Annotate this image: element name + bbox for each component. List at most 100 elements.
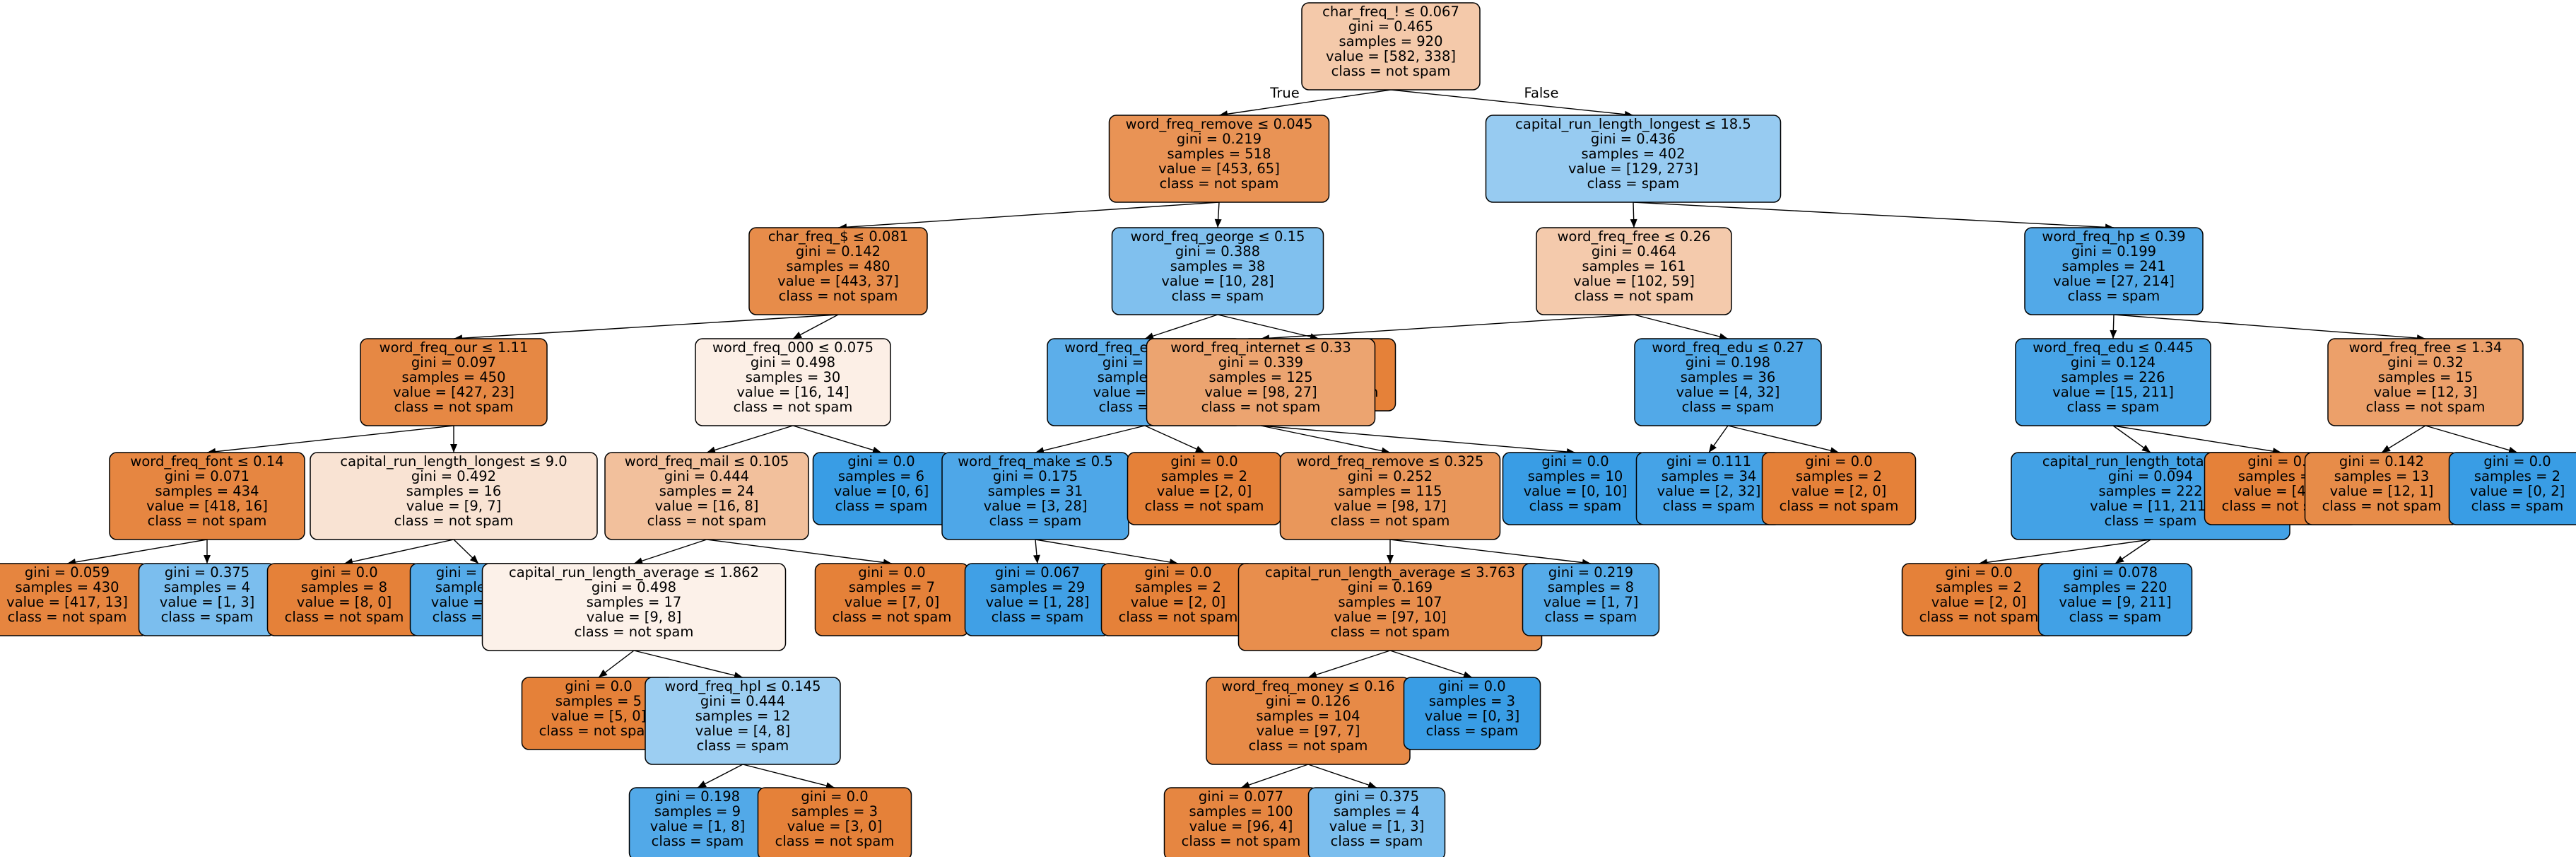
edge-arrowhead	[469, 555, 478, 564]
node-line: samples = 220	[2063, 579, 2167, 595]
node-line: class = not spam	[285, 609, 404, 625]
node-line: gini = 0.169	[1348, 579, 1433, 595]
edge-arrowhead	[450, 444, 457, 453]
node-line: samples = 161	[1582, 258, 1686, 274]
node-box	[1301, 2, 1481, 91]
node-line: class = not spam	[8, 609, 127, 625]
node-line: class = not spam	[1331, 63, 1451, 79]
edge-arrowhead	[204, 555, 211, 564]
node-line: samples = 2	[1161, 468, 1247, 484]
node-line: word_freq_font ≤ 0.14	[130, 453, 283, 470]
tree-edge	[1727, 425, 1840, 453]
node-line: class = spam	[2069, 609, 2162, 625]
node-line: capital_run_length_longest ≤ 9.0	[340, 453, 567, 470]
node-line: value = [0, 3]	[1425, 708, 1519, 724]
node-box	[1536, 227, 1732, 315]
tree-edge	[837, 202, 1220, 228]
node-line: class = spam	[1426, 723, 1519, 739]
node-line: value = [3, 0]	[787, 818, 882, 834]
node-line: gini = 0.071	[165, 468, 249, 484]
node-line: class = spam	[2471, 498, 2564, 514]
node-line: word_freq_remove ≤ 0.325	[1297, 453, 1484, 470]
node-line: class = not spam	[575, 624, 694, 640]
node-line: word_freq_make ≤ 0.5	[958, 453, 1113, 470]
tree-edge	[1390, 89, 1634, 116]
node-line: capital_run_length_average ≤ 1.862	[509, 564, 759, 581]
node-line: gini = 0.078	[2073, 564, 2158, 581]
node-line: class = spam	[652, 833, 744, 849]
node-box	[748, 227, 928, 315]
node-line: class = not spam	[394, 399, 514, 415]
node-line: gini = 0.32	[2387, 354, 2464, 371]
tree-edge	[633, 539, 707, 564]
node-line: word_freq_edu ≤ 0.27	[1652, 339, 1804, 356]
edge-arrowhead	[707, 446, 716, 454]
node-line: samples = 36	[1681, 369, 1776, 385]
node-line: gini = 0.077	[1199, 788, 1283, 805]
node-line: class = spam	[989, 513, 1082, 529]
node-box	[360, 338, 548, 426]
node-line: char_freq_! ≤ 0.067	[1322, 4, 1459, 20]
node-line: class = spam	[1331, 833, 1423, 849]
node-line: gini = 0.444	[700, 693, 785, 709]
node-box	[695, 338, 891, 426]
tree-edge	[2113, 314, 2426, 339]
node-line: class = not spam	[1575, 288, 1694, 304]
true-branch-label: True	[1269, 85, 1299, 101]
node-box	[2448, 452, 2576, 525]
node-line: word_freq_george ≤ 0.15	[1131, 228, 1305, 245]
tree-edge	[1260, 425, 1576, 453]
edge-arrowhead	[1709, 443, 1717, 453]
node-line: value = [417, 13]	[6, 594, 128, 610]
node-line: gini = 0.175	[993, 468, 1078, 484]
edge-arrowhead	[1308, 671, 1317, 679]
node-line: samples = 434	[155, 483, 259, 499]
node-line: class = not spam	[833, 609, 952, 625]
node-line: class = spam	[2068, 288, 2160, 304]
edge-arrowhead	[872, 446, 881, 454]
node-box	[2015, 338, 2211, 426]
node-line: word_freq_000 ≤ 0.075	[712, 339, 874, 356]
node-line: samples = 480	[786, 258, 890, 274]
node-line: class = not spam	[1201, 399, 1321, 415]
node-line: gini = 0.067	[995, 564, 1080, 581]
node-line: gini = 0.498	[751, 354, 835, 371]
node-line: value = [2, 0]	[1931, 594, 2026, 610]
tree-edge	[1035, 539, 1179, 564]
tree-edge	[792, 314, 839, 339]
node-line: samples = 222	[2098, 483, 2202, 499]
node-line: gini = 0.198	[1686, 354, 1770, 371]
node-line: value = [8, 0]	[297, 594, 392, 610]
node-line: value = [2, 32]	[1657, 483, 1761, 499]
tree-edge	[2381, 425, 2426, 453]
node-line: class = not spam	[1780, 498, 1899, 514]
edge-arrowhead	[1033, 554, 1040, 564]
node-line: gini = 0.0	[1438, 678, 1505, 694]
node-line: samples = 12	[695, 708, 791, 724]
node-line: word_freq_internet ≤ 0.33	[1170, 339, 1351, 356]
node-line: gini = 0.339	[1218, 354, 1303, 371]
edge-arrowhead	[1195, 445, 1204, 453]
node-box	[645, 677, 841, 765]
node-line: value = [16, 8]	[655, 498, 759, 514]
node-line: capital_run_length_average ≤ 3.763	[1265, 564, 1515, 581]
node-line: word_freq_money ≤ 0.16	[1221, 678, 1394, 694]
node-line: capital_run_length_longest ≤ 18.5	[1515, 116, 1751, 132]
node-line: gini = 0.142	[796, 243, 881, 260]
node-line: samples = 104	[1256, 708, 1360, 724]
node-line: class = spam	[992, 609, 1084, 625]
node-line: class = spam	[1529, 498, 1622, 514]
node-line: gini = 0.0	[310, 564, 377, 581]
tree-edge	[1260, 314, 1635, 339]
